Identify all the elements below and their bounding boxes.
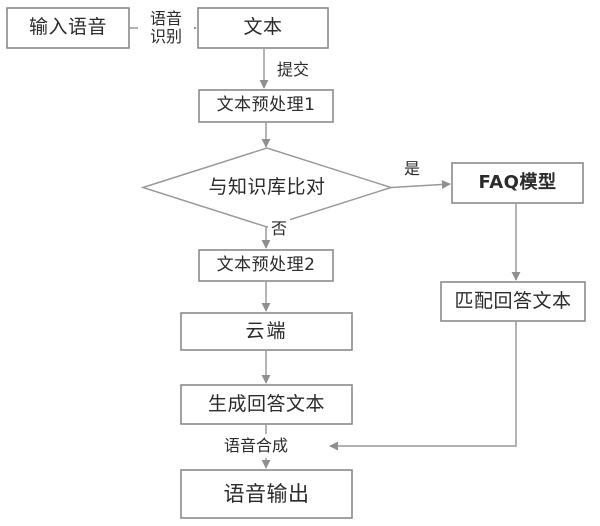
node-label-faq-model: FAQ模型 (478, 171, 557, 193)
node-faq-model[interactable] (451, 162, 584, 204)
node-text[interactable] (197, 7, 329, 49)
node-label-text: 文本 (243, 16, 283, 39)
node-label-gen-answer: 生成回答文本 (207, 392, 325, 415)
edge-label-yes: 是 (401, 158, 423, 180)
edge-label-speech-recognition: 语音 识别 (138, 5, 194, 51)
node-label-compare-kb: 与知识库比对 (208, 175, 326, 198)
node-input-voice[interactable] (6, 7, 130, 49)
node-label-match-answer: 匹配回答文本 (454, 289, 572, 312)
edge-label-no: 否 (268, 218, 290, 240)
edge-compare-to-faq (390, 179, 451, 189)
node-match-answer[interactable] (440, 281, 586, 322)
edge-label-speech-synthesis: 语音合成 (215, 434, 297, 458)
edge-match-to-synthesis (329, 321, 517, 451)
node-label-preprocess-1: 文本预处理1 (216, 95, 316, 116)
node-label-cloud: 云端 (245, 319, 288, 342)
node-label-input-voice: 输入语音 (28, 16, 107, 39)
node-gen-answer[interactable] (180, 384, 353, 425)
edge-label-speech-recognition-line1: 语音 (149, 8, 182, 28)
edge-label-submit: 提交 (272, 58, 314, 82)
node-voice-output[interactable] (180, 469, 353, 519)
edge-label-speech-recognition-line2: 识别 (149, 27, 182, 46)
node-label-preprocess-2: 文本预处理2 (216, 254, 316, 275)
node-cloud[interactable] (180, 312, 353, 351)
node-label-voice-output: 语音输出 (223, 481, 310, 506)
